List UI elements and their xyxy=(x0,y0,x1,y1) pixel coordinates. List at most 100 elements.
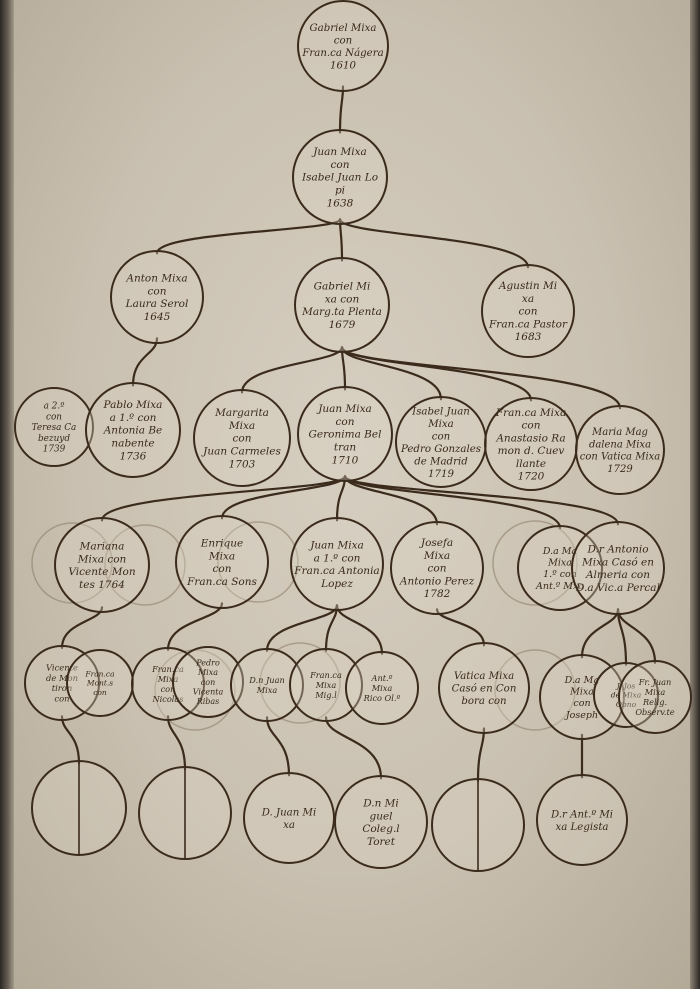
node-text-line: 1710 xyxy=(332,454,359,466)
node-text-line: Mixa xyxy=(569,687,594,698)
node-circle xyxy=(289,648,363,722)
node-text-line: xa xyxy=(283,820,295,831)
node-circle xyxy=(14,387,94,467)
bleed-through-circle xyxy=(217,521,299,603)
node-text-line: Fran.ca Nágera xyxy=(301,47,383,59)
bleed-through-circle xyxy=(259,642,341,724)
node-text-line: con xyxy=(46,412,62,422)
node-text-line: Antonia Be xyxy=(103,425,163,437)
node-text-line: Mixa xyxy=(427,419,454,430)
node-text-line: de Mixa xyxy=(611,691,641,700)
node-text-line: Vicenta xyxy=(193,688,224,697)
node-text-line: con xyxy=(213,563,232,575)
node-text-line: guel xyxy=(369,810,392,822)
node-text-line: Joseph xyxy=(564,710,598,721)
node-text-line: Vicente Mon xyxy=(68,566,135,578)
person-node: D. Juan Mi xa xyxy=(243,772,335,864)
person-node xyxy=(431,778,525,872)
node-text-line: con xyxy=(334,35,352,46)
node-circle xyxy=(297,386,393,482)
node-text-line: D. Juan Mi xyxy=(261,807,317,818)
node-text-line: Enrique xyxy=(200,538,244,550)
node-circle xyxy=(54,517,150,613)
node-text-line: Obno xyxy=(616,700,637,709)
node-text-line: Pedro Gonzales xyxy=(400,444,481,455)
node-text-line: Gabriel Mixa xyxy=(310,23,377,34)
node-text-line: D.a Ma xyxy=(542,546,578,557)
node-text-line: Mixa xyxy=(208,550,235,562)
node-text-line: 1703 xyxy=(229,458,256,470)
node-circle xyxy=(517,525,603,611)
person-node xyxy=(31,760,127,856)
node-text-line: Vatica Mixa xyxy=(454,671,514,682)
node-text-line: Mixa Casó en xyxy=(581,556,654,568)
node-circle xyxy=(334,775,428,869)
node-text-line: tiron xyxy=(52,683,72,693)
node-circle xyxy=(438,642,530,734)
node-text-line: Juan Mixa xyxy=(316,403,372,415)
person-node xyxy=(138,766,232,860)
node-text-line: Marg.ta Plenta xyxy=(301,306,382,318)
node-text-line: Laura Serol xyxy=(125,298,189,310)
node-text-line: Vicente xyxy=(46,663,78,673)
node-text-line: con xyxy=(331,159,350,171)
node-text-line: 1610 xyxy=(330,60,356,71)
bleed-through-circle xyxy=(492,520,578,606)
node-text-line: a 1.º con xyxy=(110,412,157,424)
node-circle xyxy=(193,389,291,487)
node-circle xyxy=(290,517,384,611)
node-text-line: Mixa xyxy=(547,558,572,569)
node-text-line: a 1.º con xyxy=(314,552,361,564)
lineage-line xyxy=(335,604,384,655)
node-text-line: bezuyd xyxy=(38,434,70,444)
node-text-line: con xyxy=(201,678,215,687)
node-circle xyxy=(110,250,204,344)
node-text-line: Nicolas xyxy=(152,694,184,704)
lineage-line xyxy=(340,346,622,410)
node-text-line: Fran.ca xyxy=(84,670,114,679)
node-text-line: Isabel Juan xyxy=(411,406,470,417)
node-circle xyxy=(24,645,100,721)
node-circle xyxy=(390,521,484,615)
node-text-line: Fran.ca Mixa xyxy=(495,407,566,419)
lineage-line xyxy=(60,606,104,649)
node-text-line: con xyxy=(336,416,355,428)
node-text-line: pi xyxy=(335,185,345,197)
node-text-line: de Mon xyxy=(46,673,78,683)
node-text-line: con xyxy=(432,431,450,442)
node-circle xyxy=(292,129,388,225)
node-text-line: Casó en Con xyxy=(452,683,517,695)
node-text-line: 1683 xyxy=(515,331,542,343)
lineage-line xyxy=(343,475,620,526)
node-text-line: Ribas xyxy=(196,697,220,706)
node-text-line: Mixa xyxy=(315,680,337,690)
node-text-line: Mixa xyxy=(228,420,255,432)
node-text-line: con xyxy=(161,684,176,694)
node-text-line: D.r Antonio xyxy=(586,544,648,556)
node-text-line: Mixa con xyxy=(77,553,127,565)
node-text-line: 1.º con xyxy=(543,569,577,580)
node-text-line: con xyxy=(428,563,447,575)
node-text-line: Margarita xyxy=(214,407,269,419)
lineage-line xyxy=(166,602,224,651)
node-text-line: 1739 xyxy=(43,445,66,455)
node-circle xyxy=(536,774,628,866)
